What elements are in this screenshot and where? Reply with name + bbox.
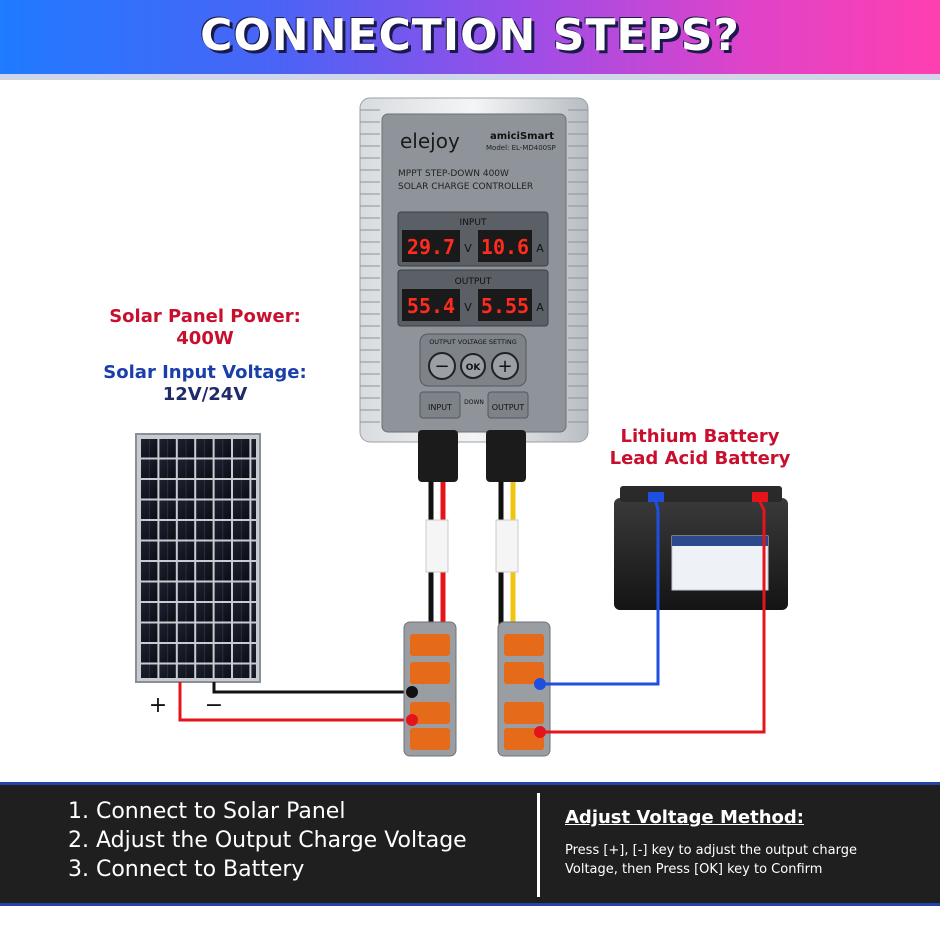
- input-current-unit: A: [536, 242, 544, 255]
- charge-controller: elejoy amiciSmart Model: EL-MD400SP MPPT…: [359, 97, 589, 482]
- page-title: CONNECTION STEPS?: [200, 10, 740, 61]
- wiring-diagram: elejoy amiciSmart Model: EL-MD400SP MPPT…: [135, 97, 788, 757]
- output-voltage-unit: V: [464, 301, 472, 314]
- controller-desc-1: MPPT STEP-DOWN 400W: [398, 169, 509, 179]
- battery-wires: [540, 501, 766, 734]
- adjust-method-title: Adjust Voltage Method:: [565, 807, 804, 828]
- plus-key-label: +: [497, 356, 512, 377]
- controller-desc-2: SOLAR CHARGE CONTROLLER: [398, 182, 533, 192]
- input-label: INPUT: [460, 218, 487, 228]
- controller-model: Model: EL-MD400SP: [486, 144, 556, 152]
- adjust-method-description: Press [+], [-] key to adjust the output …: [565, 843, 857, 877]
- output-current-unit: A: [536, 301, 544, 314]
- output-current-readout: 5.55: [481, 294, 529, 318]
- port-input-label: INPUT: [428, 403, 452, 412]
- output-setting-label: OUTPUT VOLTAGE SETTING: [429, 338, 517, 346]
- input-voltage-unit: V: [464, 242, 472, 255]
- minus-key-button[interactable]: [428, 352, 456, 380]
- solar-voltage-value: 12V/24V: [162, 384, 248, 405]
- step-item: 2. Adjust the Output Charge Voltage: [68, 828, 467, 853]
- input-current-readout: 10.6: [481, 235, 529, 259]
- solar-panel-icon: [135, 433, 261, 683]
- panel-minus-label: −: [205, 693, 223, 718]
- port-output-label: OUTPUT: [492, 403, 525, 412]
- solar-power-label: Solar Panel Power:: [109, 306, 301, 327]
- step-item: 1. Connect to Solar Panel: [68, 799, 346, 824]
- battery-label-lead-acid: Lead Acid Battery: [609, 448, 791, 469]
- steps-list: 1. Connect to Solar Panel 2. Adjust the …: [68, 797, 467, 884]
- port-down-label: DOWN: [464, 399, 484, 406]
- plus-key-button[interactable]: [491, 352, 519, 380]
- panel-plus-label: +: [149, 693, 167, 718]
- battery-label-lithium: Lithium Battery: [620, 426, 780, 447]
- minus-key-label: −: [434, 356, 449, 377]
- solar-power-value: 400W: [176, 328, 234, 349]
- instructions-panel: 1. Connect to Solar Panel 2. Adjust the …: [0, 782, 940, 906]
- ok-key-label: OK: [466, 363, 482, 373]
- panel-wires: [178, 682, 412, 722]
- instructions-divider: [537, 793, 540, 897]
- ok-key-button[interactable]: [460, 353, 486, 379]
- header-banner-underline: [0, 74, 940, 80]
- input-voltage-readout: 29.7: [407, 235, 455, 259]
- solar-voltage-label: Solar Input Voltage:: [103, 362, 307, 383]
- output-label: OUTPUT: [455, 277, 492, 287]
- wire-tag-right: [495, 519, 519, 573]
- controller-partner-brand: amiciSmart: [490, 131, 554, 142]
- output-voltage-readout: 55.4: [407, 294, 455, 318]
- step-item: 3. Connect to Battery: [68, 857, 305, 882]
- wire-tag-left: [425, 519, 449, 573]
- wire-connector-icon: [497, 621, 551, 757]
- header-banner: [0, 0, 940, 80]
- controller-brand: elejoy: [400, 129, 460, 153]
